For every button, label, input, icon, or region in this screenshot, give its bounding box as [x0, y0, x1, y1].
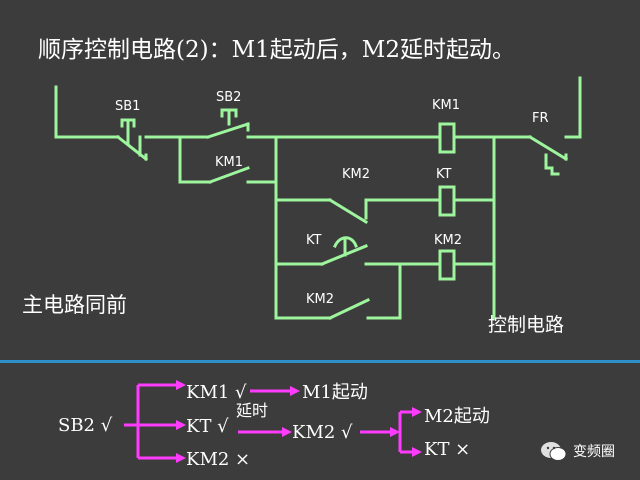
seq-km2-on: KM2 √ [292, 422, 353, 443]
main-circuit-note: 主电路同前 [22, 293, 127, 317]
label-fr: FR [532, 111, 549, 126]
km1-coil-box [438, 122, 456, 154]
slide-title: 顺序控制电路(2)：M1起动后，M2延时起动。 [38, 37, 515, 63]
label-km2-seal: KM2 [306, 292, 334, 307]
seq-m2-start: M2起动 [424, 406, 490, 427]
watermark-text: 变频圈 [573, 444, 615, 460]
seq-km2-off: KM2 × [186, 449, 250, 470]
seq-kt-off: KT × [424, 439, 470, 460]
km1-seal-branch [178, 135, 278, 184]
km2-nc-rung [274, 185, 496, 225]
seq-kt-on: KT √ [186, 416, 229, 437]
sb1-contact [115, 118, 149, 162]
label-km1-coil: KM1 [432, 98, 460, 113]
label-sb2: SB2 [216, 90, 241, 105]
km2-seal-branch [274, 262, 402, 320]
left-bus [54, 85, 120, 139]
seq-delay: 延时 [236, 401, 268, 420]
section-divider [0, 360, 640, 363]
label-km2-contact: KM2 [342, 167, 370, 182]
control-circuit-note: 控制电路 [488, 314, 565, 336]
wechat-icon [541, 442, 567, 461]
sb2-contact [206, 108, 250, 139]
seq-start: SB2 √ [58, 415, 113, 436]
kt-timed-rung [274, 236, 496, 281]
seq-km1-on: KM1 √ [186, 382, 247, 403]
fr-contact [527, 134, 569, 176]
label-kt-contact: KT [306, 233, 322, 248]
label-kt-coil: KT [436, 167, 452, 182]
label-km2-coil: KM2 [434, 233, 462, 248]
label-km1-contact: KM1 [215, 155, 243, 170]
seq-m1-start: M1起动 [302, 382, 368, 403]
watermark: 变频圈 [540, 440, 615, 462]
sequence-arrowheads [176, 380, 422, 463]
sequence-arrows [124, 383, 412, 460]
right-bus-top [564, 76, 582, 139]
label-sb1: SB1 [115, 99, 140, 114]
